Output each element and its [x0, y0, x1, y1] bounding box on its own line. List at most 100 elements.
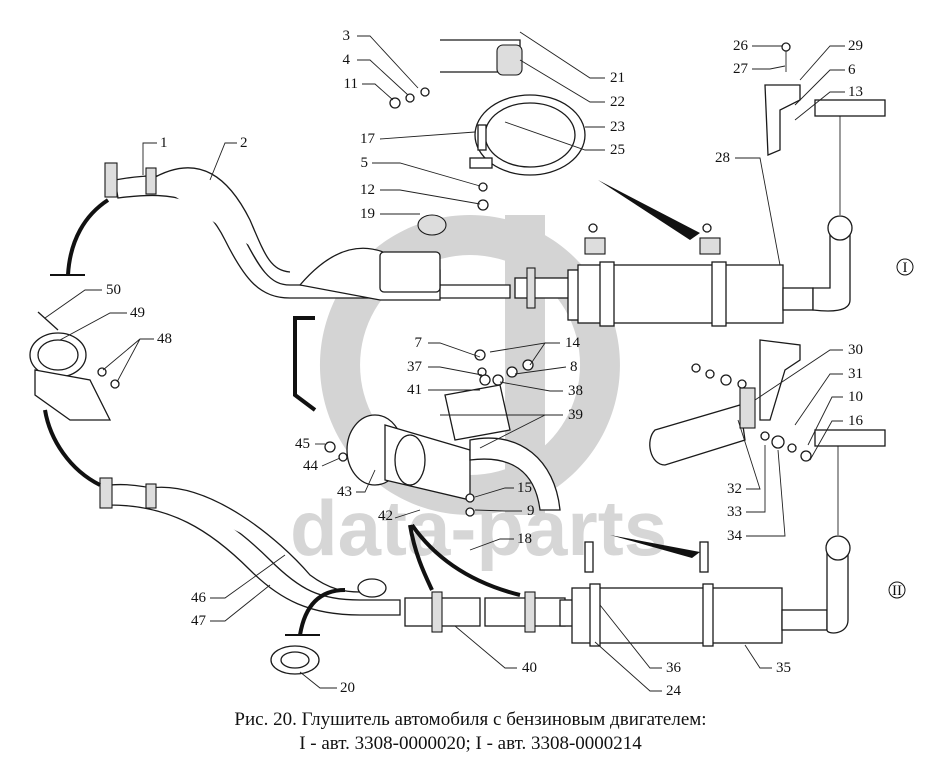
callout-24: 24 [594, 641, 682, 699]
leader-line [746, 445, 766, 513]
leader-line [357, 59, 409, 96]
front-pipe-upper [104, 162, 511, 299]
intermediate-pipe-upper [298, 247, 441, 301]
callout-number: 44 [303, 458, 319, 474]
leader-line [428, 366, 483, 376]
callout-number: 16 [848, 413, 864, 429]
leader-line [504, 121, 605, 151]
leader-line [474, 509, 522, 512]
muffler-upper [514, 99, 886, 327]
leader-line [752, 65, 786, 70]
callout-32: 32 [727, 419, 761, 497]
callout-36: 36 [599, 604, 682, 676]
leader-line [489, 342, 560, 366]
muffler-lower [559, 429, 886, 647]
callout-number: 17 [360, 131, 376, 147]
leader-line [474, 487, 514, 498]
leader-line [499, 381, 563, 392]
callout-number: 6 [848, 62, 856, 78]
callout-1: 1 [142, 135, 168, 175]
callout-number: 34 [727, 528, 743, 544]
joint-middle [324, 349, 561, 517]
callout-46: 46 [191, 554, 286, 606]
leader-line [794, 69, 845, 106]
leader-line [514, 366, 567, 375]
leader-line [469, 538, 514, 551]
callout-number: 15 [517, 480, 532, 496]
front-pipe-lower [99, 477, 401, 616]
exhaust-muffler-diagram: data-parts [29, 28, 914, 699]
callout-45: 45 [295, 436, 325, 452]
washers-top-left [389, 87, 489, 236]
callout-number: 11 [344, 76, 358, 92]
callout-number: 9 [527, 503, 535, 519]
callout-number: 27 [733, 61, 749, 77]
callout-28: 28 [715, 150, 781, 266]
callout-number: 13 [848, 84, 863, 100]
svg-text:II: II [892, 583, 902, 599]
callout-number: 19 [360, 206, 375, 222]
callout-number: 4 [343, 52, 351, 68]
leader-line [594, 641, 662, 692]
callout-number: 22 [610, 94, 625, 110]
callout-4: 4 [343, 52, 409, 96]
leader-line [794, 373, 843, 426]
callout-21: 21 [519, 31, 625, 86]
leader-line [142, 142, 157, 175]
callout-42: 42 [378, 508, 421, 524]
callout-10: 10 [807, 389, 863, 446]
leader-line [394, 509, 421, 519]
callout-number: 23 [610, 119, 625, 135]
leader-line [735, 157, 781, 266]
callout-20: 20 [299, 671, 355, 696]
callout-number: 1 [160, 135, 168, 151]
callout-number: 35 [776, 660, 791, 676]
callout-number: 49 [130, 305, 145, 321]
leader-line [799, 45, 845, 81]
leader-line [321, 457, 341, 467]
callout-number: 12 [360, 182, 375, 198]
callout-number: 25 [610, 142, 625, 158]
leader-line [744, 644, 772, 669]
callout-41: 41 [407, 382, 480, 398]
callout-26: 26 [733, 38, 782, 54]
callout-number: 45 [295, 436, 310, 452]
callout-number: 42 [378, 508, 393, 524]
callout-number: 36 [666, 660, 682, 676]
callout-13: 13 [794, 84, 863, 121]
callout-number: 5 [361, 155, 369, 171]
bracket-upper [764, 42, 801, 156]
leader-line [362, 83, 394, 101]
callout-number: 40 [522, 660, 537, 676]
callout-34: 34 [727, 449, 786, 544]
callout-22: 22 [519, 59, 625, 110]
assembly-arrows [43, 180, 700, 636]
leader-line [59, 312, 127, 341]
leader-line [599, 604, 662, 669]
callout-number: 20 [340, 680, 355, 696]
callout-39: 39 [440, 407, 583, 449]
bracket-lower [649, 339, 812, 466]
callout-number: 48 [157, 331, 172, 347]
variant-marker-i: I [896, 258, 914, 276]
callout-35: 35 [744, 644, 791, 676]
callout-47: 47 [191, 584, 271, 629]
callout-number: 37 [407, 359, 423, 375]
callout-number: 2 [240, 135, 248, 151]
callout-number: 26 [733, 38, 749, 54]
callout-30: 30 [754, 342, 863, 401]
callout-number: 30 [848, 342, 863, 358]
leader-line [210, 584, 271, 622]
callout-number: 29 [848, 38, 863, 54]
callout-number: 10 [848, 389, 863, 405]
leader-line [454, 625, 517, 669]
callout-43: 43 [337, 469, 376, 500]
callout-number: 32 [727, 481, 742, 497]
callout-8: 8 [514, 359, 578, 375]
leader-line [746, 449, 786, 537]
leader-line [102, 338, 154, 383]
variant-marker-ii: II [888, 581, 906, 599]
callout-11: 11 [344, 76, 394, 101]
callout-40: 40 [454, 625, 537, 676]
